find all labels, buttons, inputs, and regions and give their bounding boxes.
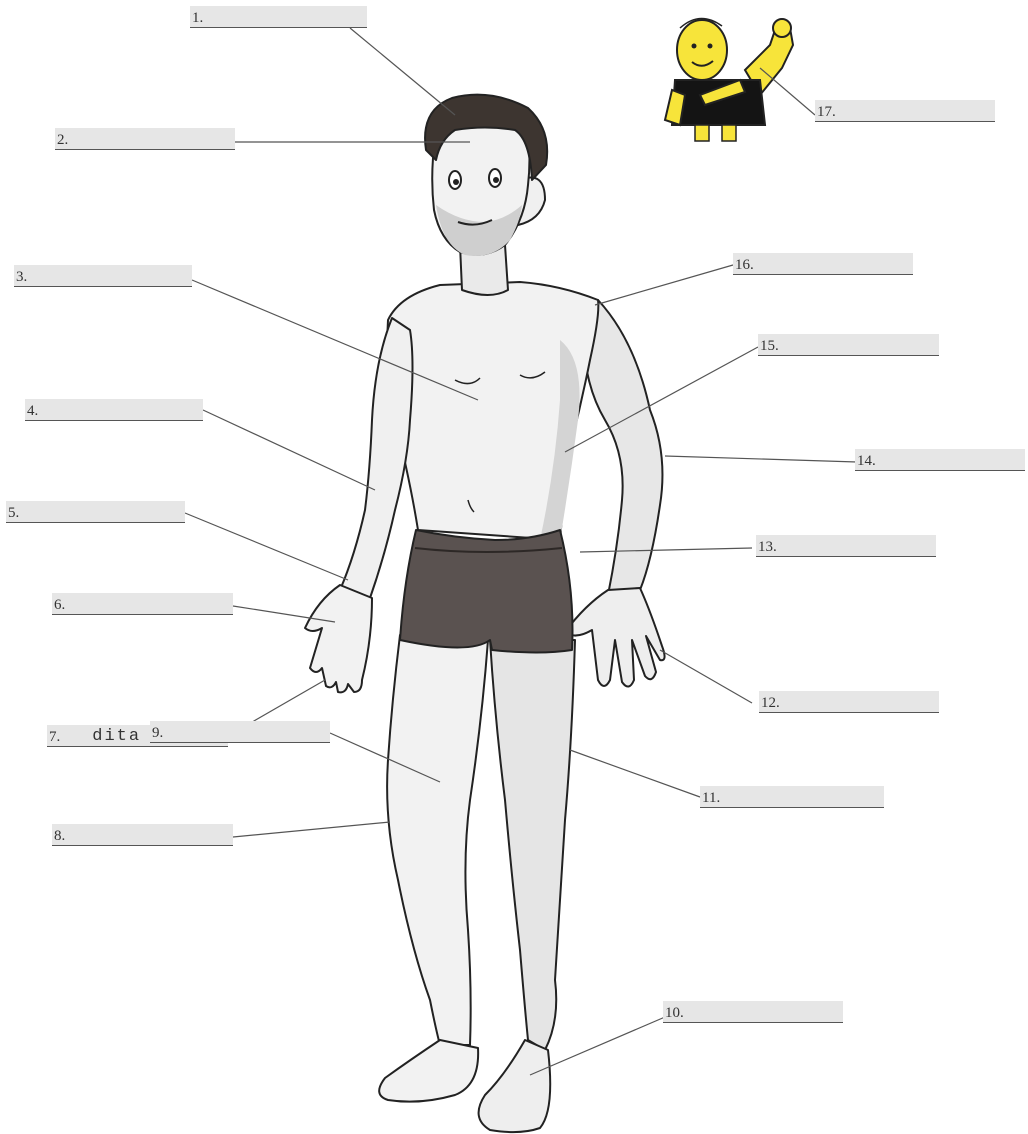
man-figure — [305, 95, 665, 1132]
label-blank-5[interactable]: 5. — [6, 501, 185, 523]
label-blank-16[interactable]: 16. — [733, 253, 913, 275]
label-answer[interactable]: dita — [92, 728, 141, 746]
label-number: 4. — [25, 404, 40, 420]
label-number: 12. — [759, 696, 782, 712]
label-number: 3. — [14, 270, 29, 286]
label-blank-11[interactable]: 11. — [700, 786, 884, 808]
label-number: 11. — [700, 791, 722, 807]
label-blank-1[interactable]: 1. — [190, 6, 367, 28]
label-blank-15[interactable]: 15. — [758, 334, 939, 356]
label-number: 7. — [47, 730, 62, 746]
label-blank-3[interactable]: 3. — [14, 265, 192, 287]
label-number: 15. — [758, 339, 781, 355]
label-blank-8[interactable]: 8. — [52, 824, 233, 846]
label-number: 14. — [855, 454, 878, 470]
label-number: 2. — [55, 133, 70, 149]
label-number: 9. — [150, 726, 165, 742]
label-blank-2[interactable]: 2. — [55, 128, 235, 150]
label-number: 17. — [815, 105, 838, 121]
label-number: 10. — [663, 1006, 686, 1022]
label-number: 6. — [52, 598, 67, 614]
label-number: 8. — [52, 829, 67, 845]
label-blank-14[interactable]: 14. — [855, 449, 1025, 471]
label-blank-6[interactable]: 6. — [52, 593, 233, 615]
label-number: 5. — [6, 506, 21, 522]
label-blank-17[interactable]: 17. — [815, 100, 995, 122]
label-number: 13. — [756, 540, 779, 556]
label-blank-13[interactable]: 13. — [756, 535, 936, 557]
label-number: 1. — [190, 11, 205, 27]
label-blank-10[interactable]: 10. — [663, 1001, 843, 1023]
label-number: 16. — [733, 258, 756, 274]
label-blank-9[interactable]: 9. — [150, 721, 330, 743]
label-blank-12[interactable]: 12. — [759, 691, 939, 713]
label-blank-4[interactable]: 4. — [25, 399, 203, 421]
